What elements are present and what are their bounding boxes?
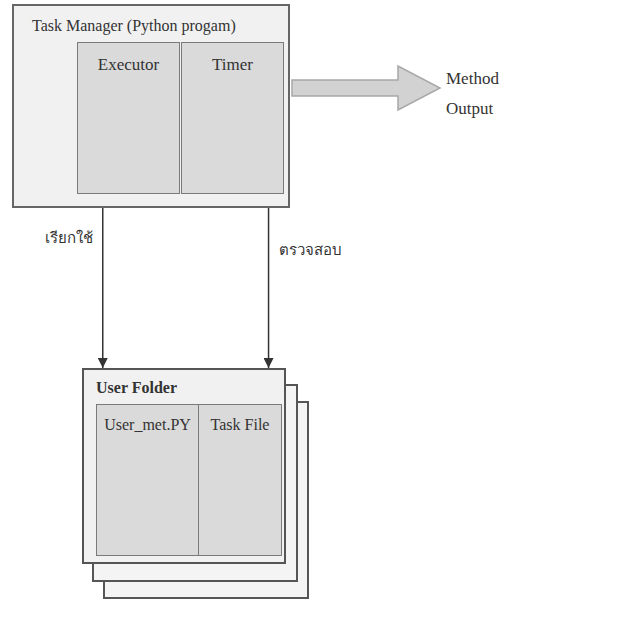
box-heading: Task Manager (Python progam) <box>32 16 236 35</box>
file-box: User_met.PY <box>96 404 199 556</box>
folder-box: User FolderUser_met.PY Task File <box>82 368 286 564</box>
edge-label: ตรวจสอบ <box>277 238 344 262</box>
program-box: Task Manager (Python progam) Executor Time… <box>12 4 290 208</box>
edge-label: เรียกใช้ <box>43 226 95 250</box>
box-label: Task File <box>211 415 270 434</box>
output-arrow <box>292 66 440 110</box>
output-label: Method Output <box>446 64 499 124</box>
connector-arrow <box>102 194 104 368</box>
file-box: Task File <box>198 404 282 556</box>
box-label: User_met.PY <box>104 415 191 434</box>
module-box: Executor <box>77 42 180 194</box>
box-label: Timer <box>212 55 253 75</box>
module-box: Timer <box>181 42 284 194</box>
box-heading: User Folder <box>96 378 177 397</box>
stacked-folder-outline <box>93 385 297 581</box>
box-label: Executor <box>98 55 159 75</box>
connector-arrow <box>268 194 270 368</box>
